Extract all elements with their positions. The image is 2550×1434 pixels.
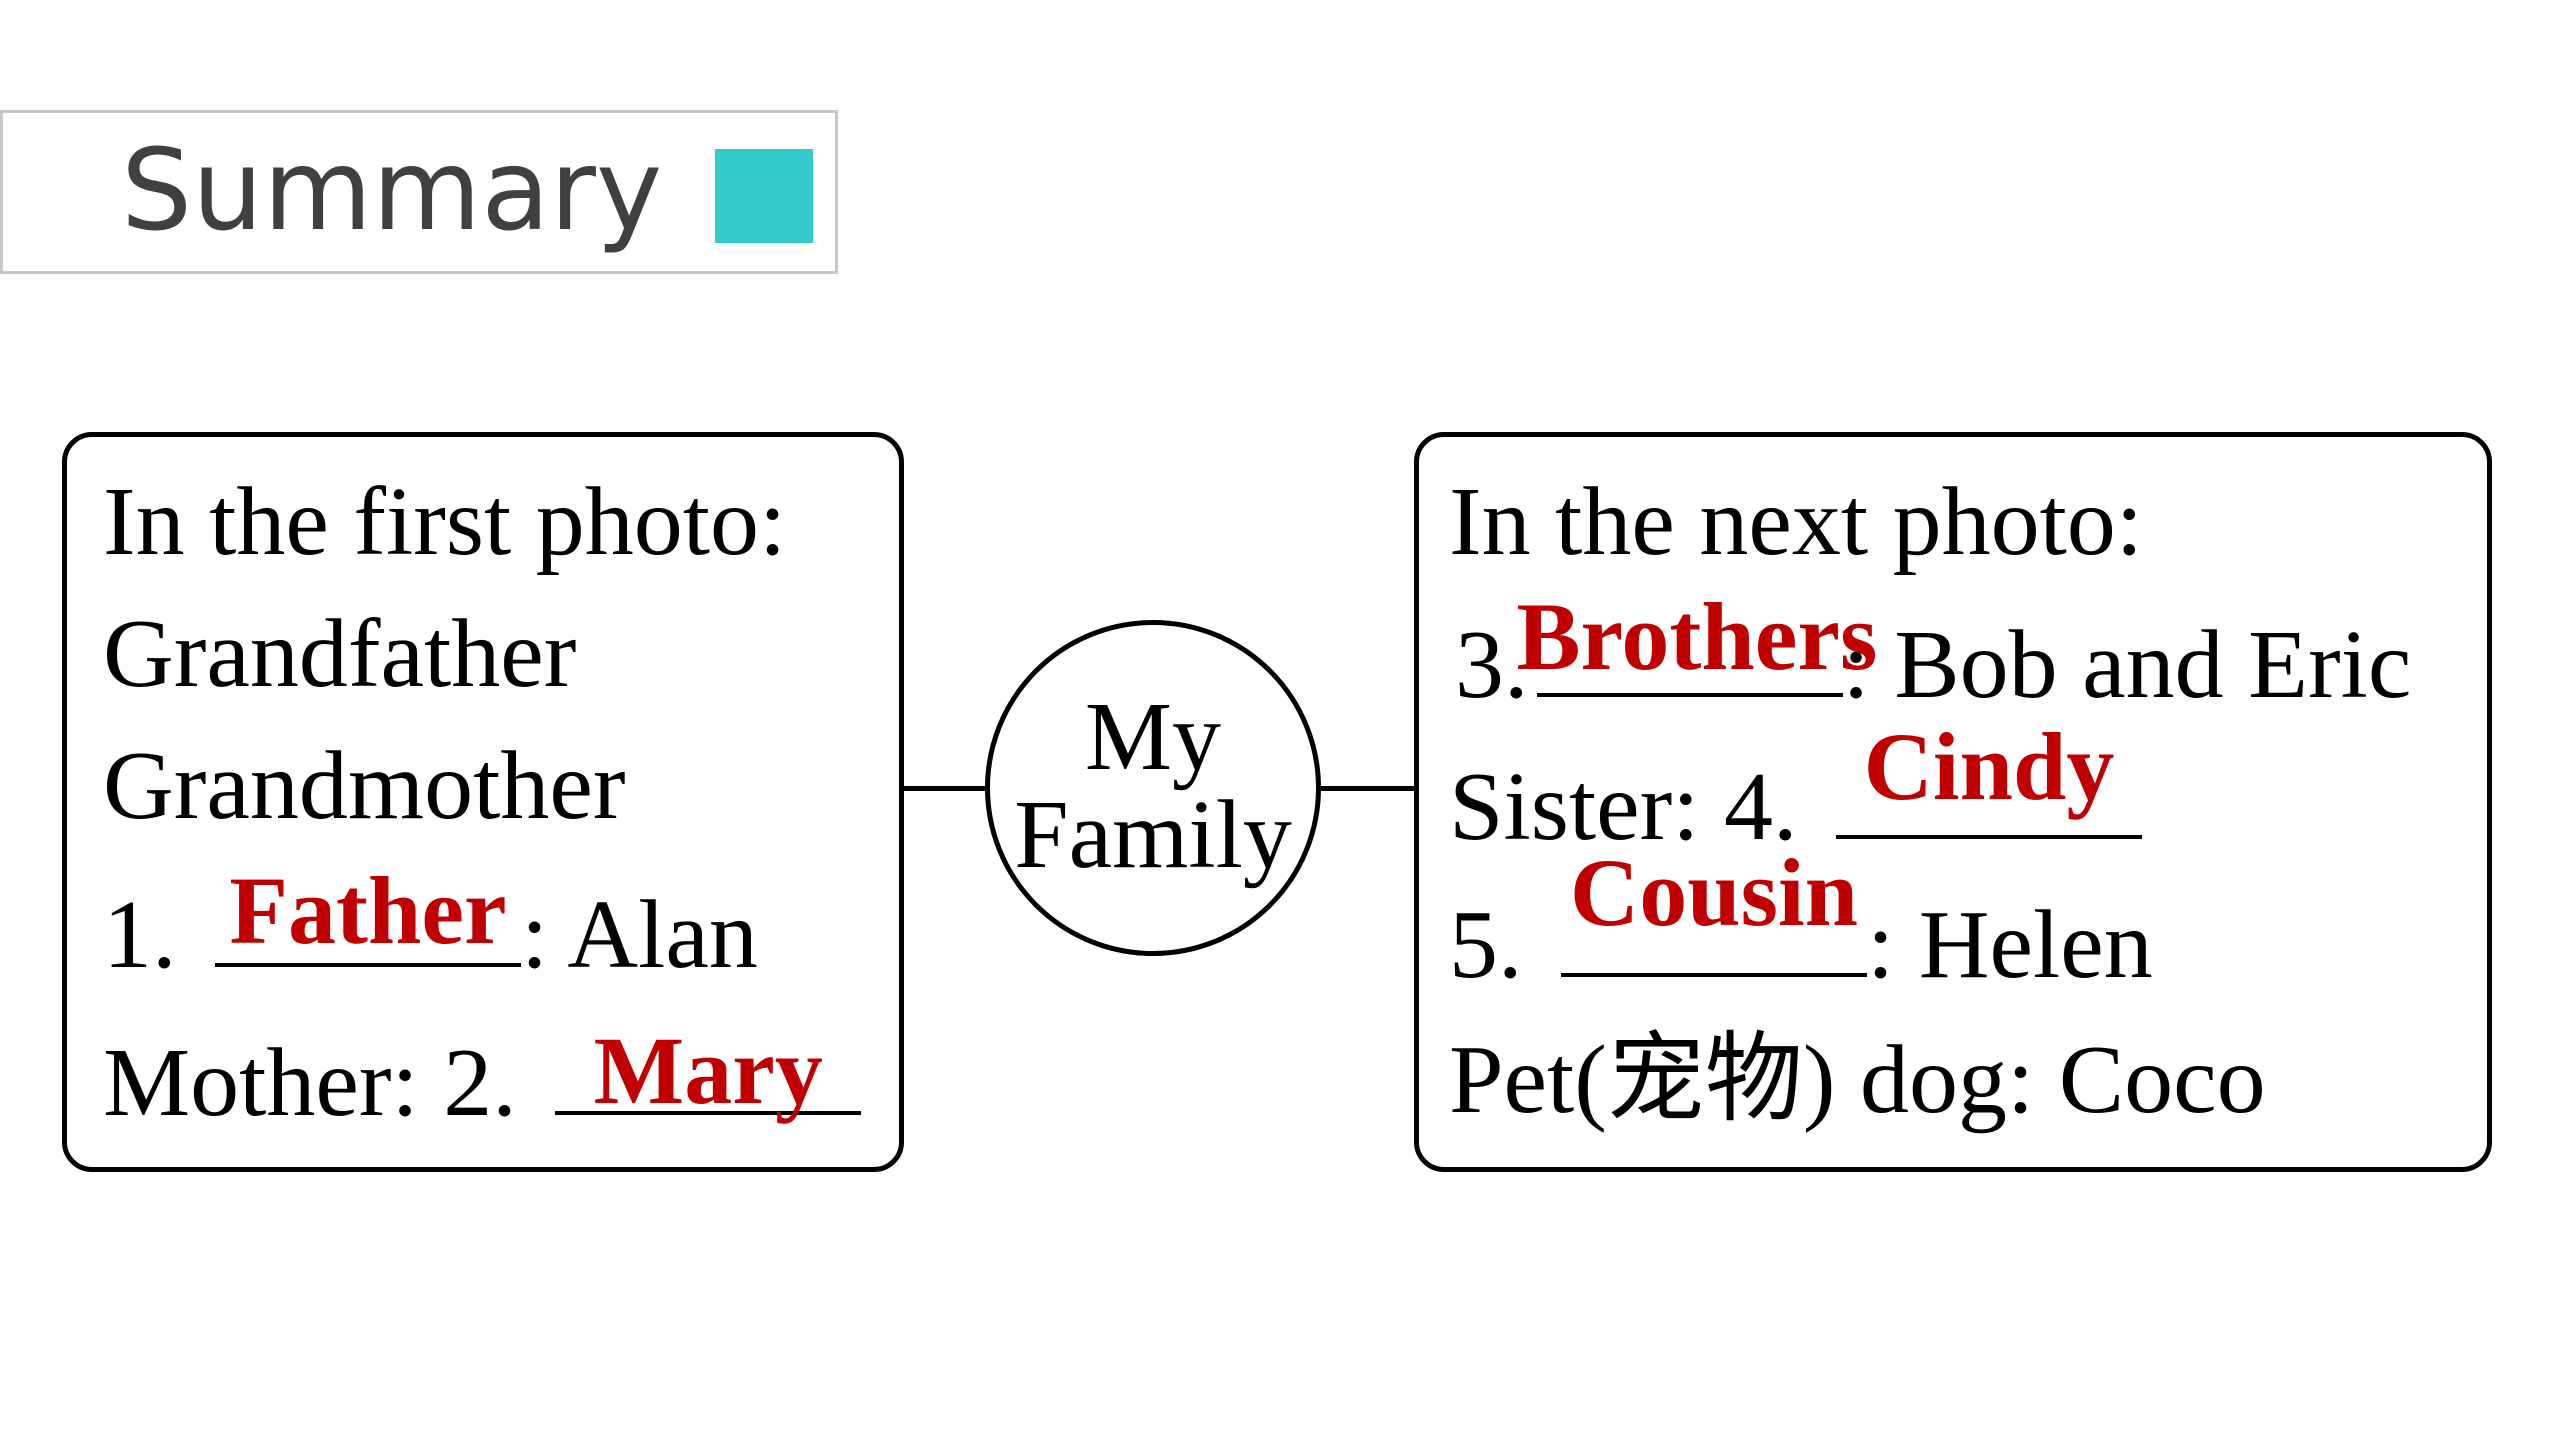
item-3-answer: Brothers [1516,583,1878,690]
next-photo-heading: In the next photo: [1449,468,2144,576]
item-4-row: Sister: 4. Cindy [1449,717,2142,862]
grandfather-label: Grandfather [103,600,577,708]
item-2-answer: Mary [593,1017,823,1124]
item-4-answer: Cindy [1863,713,2115,820]
item-5-blank: Cousin [1561,843,1867,977]
item-5-row: 5. Cousin : Helen [1449,843,2153,1000]
item-2-blank: Mary [555,1015,862,1121]
center-label-line2: Family [1014,781,1292,889]
item-2-row: Mother: 2. Mary [103,1015,862,1138]
page-title: Summary [121,126,663,256]
item-1-row: 1. Father : Alan [103,861,758,990]
item-5-suffix: : Helen [1867,891,2153,999]
my-family-circle: My Family [985,620,1321,956]
first-photo-heading: In the first photo: [103,468,787,576]
title-accent-square [715,149,813,243]
first-photo-panel: In the first photo: Grandfather Grandmot… [62,432,904,1172]
item-4-blank: Cindy [1835,717,2142,839]
item-4-prefix: Sister: 4. [1449,753,1798,861]
right-connector-line [1317,786,1417,791]
pet-line: Pet(宠物) dog: Coco [1449,1026,2266,1134]
item-1-blank: Father [215,861,521,967]
item-1-number: 1. [103,881,177,989]
item-3-blank: Brothers [1517,587,1877,697]
item-3-number: 3. [1455,611,1529,719]
item-3-suffix: : Bob and Eric [1842,611,2412,719]
center-label-line1: My [1084,683,1222,791]
item-1-suffix: : Alan [521,881,758,989]
next-photo-panel: In the next photo: 3. Brothers : Bob and… [1414,432,2492,1172]
item-1-answer: Father [229,857,507,964]
item-5-answer: Cousin [1569,839,1859,946]
left-connector-line [904,786,989,791]
item-5-number: 5. [1449,891,1523,999]
item-3-row: 3. Brothers : Bob and Eric [1455,587,2412,720]
title-box: Summary [0,110,838,274]
grandmother-label: Grandmother [103,732,626,840]
item-2-prefix: Mother: 2. [103,1029,517,1137]
